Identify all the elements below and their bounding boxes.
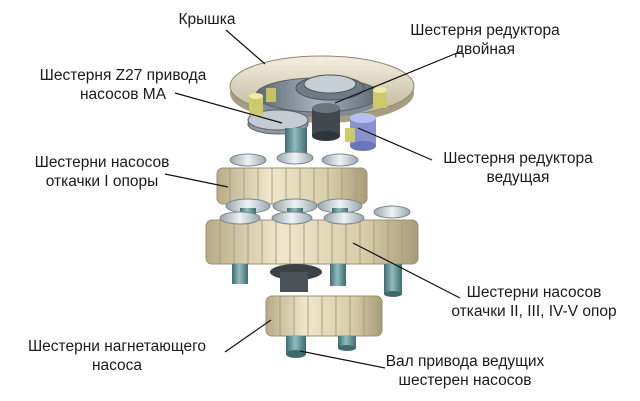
label-reducer-drive-line1: Шестерня редуктора: [443, 150, 593, 167]
label-cover: Крышка: [178, 11, 236, 28]
pressure-pump-gears: [265, 295, 383, 337]
label-reducer-double-line2: двойная: [455, 41, 515, 58]
small-yellow-gears: [249, 87, 387, 142]
label-scavenge-1-line2: откачки I опоры: [45, 173, 159, 190]
label-drive-shaft: Вал привода ведущих шестерен насосов: [370, 352, 560, 390]
label-reducer-drive: Шестерня редуктора ведущая: [428, 149, 608, 187]
label-z27-drive-line2: насосов МА: [79, 86, 167, 103]
leader-lines: [164, 29, 463, 369]
label-z27-drive-line1: Шестерня Z27 привода: [39, 67, 207, 84]
drive-shaft: [286, 336, 356, 358]
upper-shaft: [285, 128, 307, 158]
reducer-gears: [255, 74, 381, 141]
label-shaft-line2: шестерен насосов: [398, 372, 532, 389]
label-pressure-line1: Шестерни нагнетающего: [27, 338, 207, 355]
label-scavenge-2-line1: Шестерни насосов: [466, 284, 602, 301]
scavenge-gears-row-2: [205, 205, 419, 265]
label-scavenge-2: Шестерни насосов откачки II, III, IV-V о…: [434, 283, 634, 321]
scavenge-gears-row-1: [216, 151, 368, 214]
row2-shafts: [232, 264, 402, 297]
label-pressure-line2: насоса: [91, 357, 143, 374]
label-scavenge-2-line2: откачки II, III, IV-V опор: [451, 303, 617, 320]
label-scavenge-1-line1: Шестерни насосов: [34, 154, 170, 171]
label-reducer-drive-line2: ведущая: [486, 169, 550, 186]
label-z27-drive: Шестерня Z27 привода насосов МА: [14, 66, 232, 104]
label-reducer-double-line1: Шестерня редуктора: [410, 22, 560, 39]
label-shaft-line1: Вал привода ведущих: [385, 353, 545, 370]
label-pressure-pump: Шестерни нагнетающего насоса: [10, 337, 224, 375]
label-reducer-double: Шестерня редуктора двойная: [400, 21, 570, 59]
label-scavenge-1: Шестерни насосов откачки I опоры: [18, 153, 186, 191]
